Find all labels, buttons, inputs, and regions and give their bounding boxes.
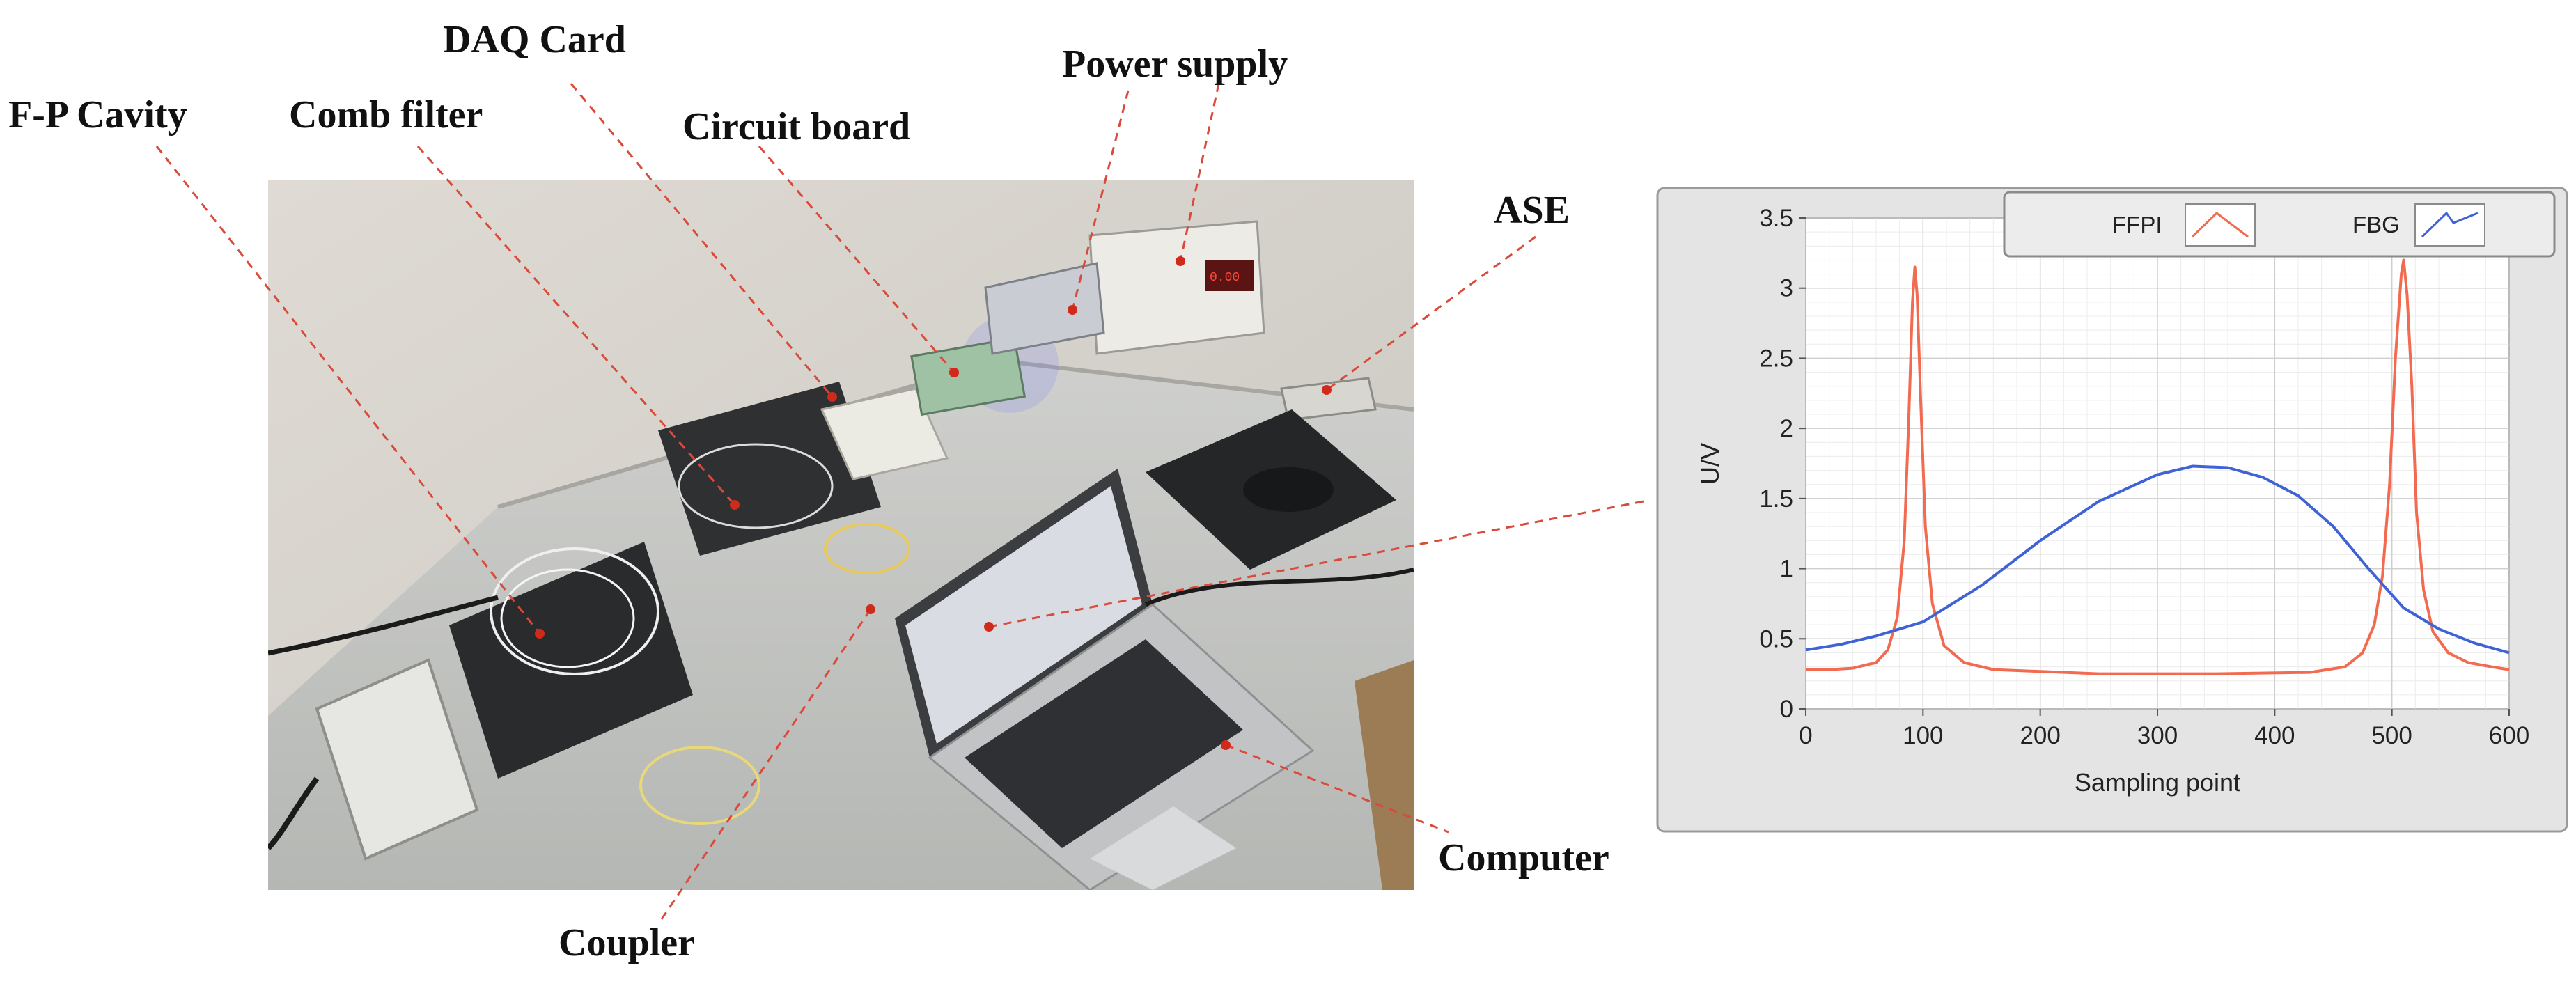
leader-circuit-board <box>758 146 955 373</box>
glass-plate <box>315 658 479 861</box>
legend-label-fbg: FBG <box>2352 212 2400 237</box>
x-tick-label: 400 <box>2254 722 2295 749</box>
legend: FFPI FBG <box>2003 191 2556 258</box>
label-circuit-board: Circuit board <box>682 105 911 148</box>
label-daq-card: DAQ Card <box>443 18 626 61</box>
ase-source <box>1280 377 1377 421</box>
label-ase: ASE <box>1494 189 1570 232</box>
grid <box>1805 217 2510 710</box>
setup-photo: 0.00 <box>268 180 1414 890</box>
x-axis-title: Sampling point <box>2075 768 2240 797</box>
y-tick-label: 0.5 <box>1759 625 1793 652</box>
y-axis-title: U/V <box>1696 443 1724 485</box>
leader-power-supply-1 <box>1071 90 1130 311</box>
fiber-pad <box>449 542 693 779</box>
leader-coupler <box>660 609 872 920</box>
legend-swatch-ffpi <box>2185 203 2256 247</box>
label-computer: Computer <box>1438 836 1609 879</box>
y-tick-label: 3.5 <box>1759 205 1793 232</box>
leader-computer-screen <box>988 500 1644 628</box>
label-comb-filter: Comb filter <box>289 93 483 136</box>
y-tick-label: 2.5 <box>1759 345 1793 372</box>
label-power-supply: Power supply <box>1062 42 1288 86</box>
series-line-fbg <box>1805 464 2510 655</box>
x-tick-label: 100 <box>1903 722 1943 749</box>
setup-photo-illustration: 0.00 <box>268 180 1414 890</box>
legend-label-ffpi: FFPI <box>2112 212 2162 237</box>
daq-board <box>910 336 1027 416</box>
svg-text:0.00: 0.00 <box>1210 271 1240 285</box>
series-line-ffpi <box>1806 258 2510 675</box>
leader-daq-card <box>570 83 834 398</box>
x-tick-label: 500 <box>2371 722 2412 749</box>
x-tick-label: 0 <box>1799 722 1812 749</box>
label-fp-cavity: F-P Cavity <box>8 93 187 136</box>
x-tick-label: 600 <box>2489 722 2529 749</box>
x-tick-label: 300 <box>2137 722 2178 749</box>
legend-line-ffpi <box>2191 212 2249 238</box>
leader-fp-cavity <box>155 146 541 634</box>
y-tick-label: 0 <box>1780 696 1793 723</box>
legend-line-fbg <box>2421 211 2479 238</box>
waveform-chart: 0 100 200 300 400 500 600 0 0.5 1 1.5 2 2.5 3 3.5 Samp… <box>1656 187 2568 833</box>
leader-ase <box>1326 235 1536 391</box>
waveform-panel: 0 100 200 300 400 500 600 0 0.5 1 1.5 2 2.5 3 3.5 Samp… <box>1656 187 2568 833</box>
leader-computer <box>1225 744 1449 834</box>
x-tick-label: 200 <box>2020 722 2060 749</box>
y-tick-label: 3 <box>1780 275 1793 302</box>
label-coupler: Coupler <box>559 921 695 964</box>
leader-power-supply-2 <box>1179 83 1220 262</box>
axis-ticks: 0 100 200 300 400 500 600 0 0.5 1 1.5 2 2.5 3 3.5 <box>1759 205 2529 749</box>
y-tick-label: 1.5 <box>1759 485 1793 513</box>
comb-filter-pad <box>658 382 881 556</box>
circuit-breadboard <box>820 387 949 480</box>
y-tick-label: 2 <box>1780 415 1793 442</box>
leader-comb-filter <box>416 146 736 506</box>
y-tick-label: 1 <box>1780 556 1793 583</box>
series-layer <box>1805 258 2510 675</box>
legend-swatch-fbg <box>2414 203 2485 247</box>
